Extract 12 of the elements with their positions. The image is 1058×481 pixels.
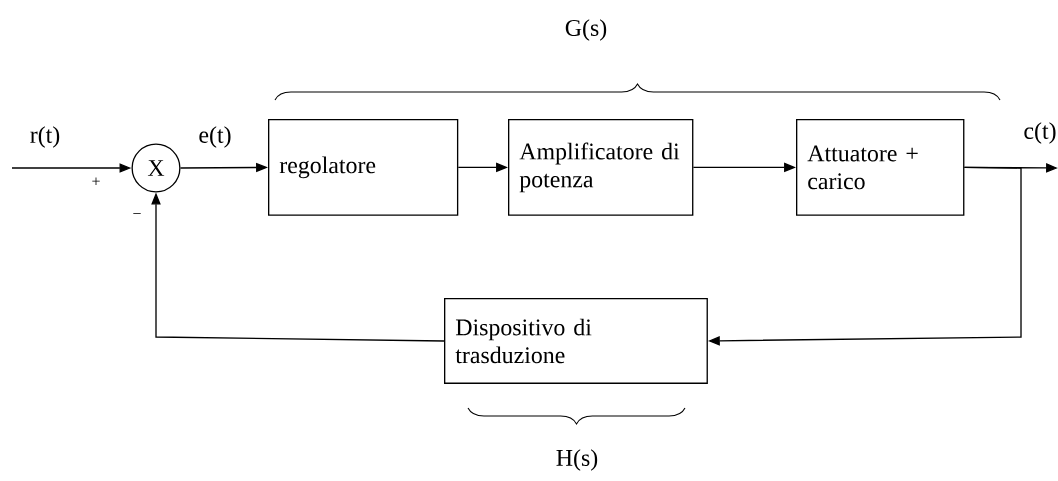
block-box: Amplificatore di potenza [508,119,694,216]
block-box: regolatore [268,119,459,216]
transfer-function-label: G(s) [565,19,607,41]
summing-junction: X [131,143,181,193]
signal-label: e(t) [197,124,233,150]
block-box: Dispositivo di trasduzione [444,298,708,384]
signal-label: r(t) [28,124,62,150]
signal-label: c(t) [1022,120,1058,146]
transfer-function-label: H(s) [556,449,598,471]
sign-label: − [133,213,141,214]
block-box: Attuatore + carico [796,119,965,216]
sign-label: + [92,177,100,185]
